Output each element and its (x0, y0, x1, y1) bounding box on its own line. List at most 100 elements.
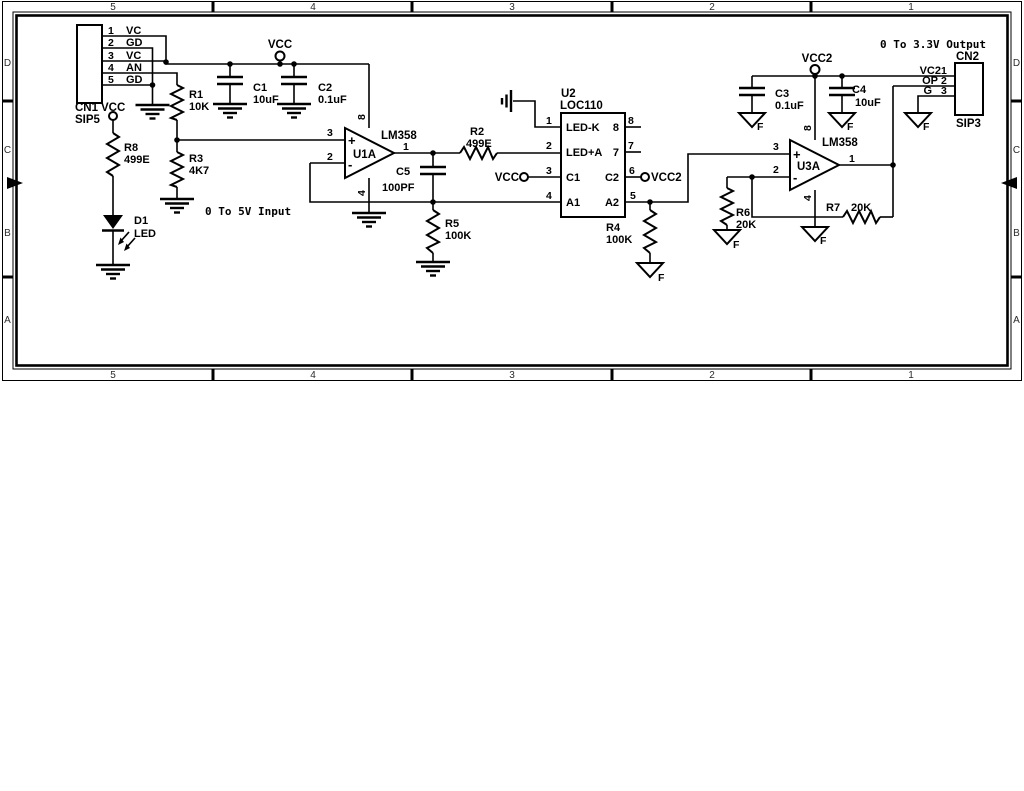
connector-cn2: 0 To 3.3V Output CN2 SIP3 F VC2 1 OP 2 G… (880, 38, 986, 133)
u2-pin-name: A2 (605, 197, 619, 209)
u3a-part-number: LM358 (822, 137, 858, 149)
u2-pin-name: C1 (566, 172, 580, 184)
frame-strip-border (12, 11, 1012, 370)
cn2-pin-name: VC2 (920, 65, 941, 77)
frame-ground-label: F (757, 121, 764, 133)
u3a-plus-sign: + (793, 147, 801, 162)
frame-col-label: 2 (709, 2, 715, 13)
u1a-pin3-number: 3 (327, 127, 333, 139)
d1-value: LED (134, 228, 156, 240)
u3a-pin4-number: 4 (802, 195, 814, 201)
frame-ground-icon (826, 112, 858, 129)
resistor-r5: R5 100K (416, 202, 471, 277)
cn1-pin-name: GD (126, 37, 143, 49)
frame-ground-label: F (820, 235, 827, 247)
frame-ground-icon (799, 226, 831, 243)
u2-pin-number: 3 (546, 165, 552, 177)
r8-value: 499E (124, 154, 150, 166)
frame-outer-border (2, 1, 1022, 381)
c5-value: 100PF (382, 182, 415, 194)
u2-pin-name: C2 (605, 172, 619, 184)
cn1-pin-name: VC (126, 25, 141, 37)
r7-refdes: R7 (826, 202, 840, 214)
cn2-pin-number: 1 (941, 65, 947, 77)
cn1-pin-name: AN (126, 62, 142, 74)
u2-part-number: LOC110 (560, 100, 603, 112)
u1a-pin4-number: 4 (356, 190, 368, 196)
c4-refdes: C4 (852, 84, 867, 96)
u1a-refdes: U1A (353, 149, 376, 161)
cn2-subtitle: SIP3 (956, 118, 981, 130)
vcc-port-label: VCC (268, 39, 292, 51)
resistor-r2: R2 499E (459, 126, 561, 162)
frame-col-label: 5 (110, 2, 116, 13)
frame-row-label: B (1013, 228, 1020, 239)
cn1-subtitle: SIP5 (75, 114, 101, 126)
vcc2-port-label: VCC2 (802, 53, 833, 65)
u2-pin-number: 7 (628, 140, 634, 152)
r6-refdes: R6 (736, 207, 750, 219)
frame-col-label: 4 (310, 2, 316, 13)
resistor-r3 (168, 151, 186, 188)
u1a-pin1-number: 1 (403, 141, 409, 153)
c3-value: 0.1uF (775, 100, 804, 112)
led-ray-icon (126, 237, 136, 248)
u2-pin-name: LED+A (566, 147, 602, 159)
r1-refdes: R1 (189, 89, 203, 101)
earth-ground-icon (135, 103, 170, 120)
vcc-port-icon (274, 50, 286, 62)
u3a-triangle (789, 138, 842, 192)
r4-refdes: R4 (606, 222, 621, 234)
u3a-pin8-number: 8 (802, 125, 814, 131)
u1a-pin8-number: 8 (356, 114, 368, 120)
cn2-pin-number: 3 (941, 85, 947, 97)
cn1-body (76, 24, 103, 104)
u3a-pin1-number: 1 (849, 153, 855, 165)
earth-ground-icon (416, 260, 450, 277)
frame-col-label: 3 (509, 370, 515, 381)
led-ray-icon (120, 231, 130, 242)
u1a-triangle (344, 126, 397, 180)
frame-row-label: D (1013, 58, 1020, 69)
c2-refdes: C2 (318, 82, 332, 94)
frame-row-label: D (4, 58, 11, 69)
u2-pin-number: 1 (546, 115, 552, 127)
ic-u2-loc110: U2 LOC110 VCC VCC2 1 2 3 4 8 7 6 5 LED-K… (495, 88, 790, 284)
r7-value: 20K (851, 202, 871, 214)
vcc2-port-icon (809, 64, 821, 75)
frame-col-label: 4 (310, 370, 316, 381)
u2-pin-name: 8 (613, 122, 619, 134)
frame-ground-label: F (733, 239, 740, 251)
u3a-minus-sign: - (793, 170, 797, 185)
capacitor-c3: C3 0.1uF F (736, 76, 804, 133)
vcc-port-icon (108, 111, 118, 121)
u3a-refdes: U3A (797, 161, 820, 173)
frame-row-label: A (1013, 315, 1020, 326)
cn2-pin-name: OP (922, 75, 938, 87)
capacitor-c2: C2 0.1uF (277, 64, 347, 119)
cn2-pin-number: 2 (941, 75, 947, 87)
r5-value: 100K (445, 230, 471, 242)
capacitor-c5: C5 100PF (382, 153, 446, 202)
u3a-pin2-number: 2 (773, 164, 779, 176)
earth-ground-icon (160, 197, 194, 214)
opamp-u3a: + - U3A LM358 3 2 1 8 4 F R6 20K F (711, 73, 896, 251)
cn1-pin-name: GD (126, 74, 143, 86)
r4-value: 100K (606, 234, 632, 246)
vcc-port-icon (519, 172, 529, 182)
cn1-pin-number: 3 (108, 50, 114, 62)
frame-ground-icon (634, 262, 666, 279)
sheet-frame: 5 4 3 2 1 5 4 3 2 1 D C B A D C B A (2, 1, 1022, 381)
u1a-plus-sign: + (348, 133, 356, 148)
filter-network: C5 100PF R5 100K R2 499E (382, 126, 561, 277)
r5-refdes: R5 (445, 218, 459, 230)
u2-pin-name: 7 (613, 147, 619, 159)
frame-row-label: C (4, 145, 11, 156)
u2-pin6-vcc2-label: VCC2 (651, 172, 682, 184)
capacitor-c4: C4 10uF F (826, 76, 881, 133)
frame-col-label: 3 (509, 2, 515, 13)
frame-col-label: 1 (908, 370, 914, 381)
resistor-r4: R4 100K F (606, 202, 666, 284)
u2-pin-number: 6 (629, 165, 635, 177)
